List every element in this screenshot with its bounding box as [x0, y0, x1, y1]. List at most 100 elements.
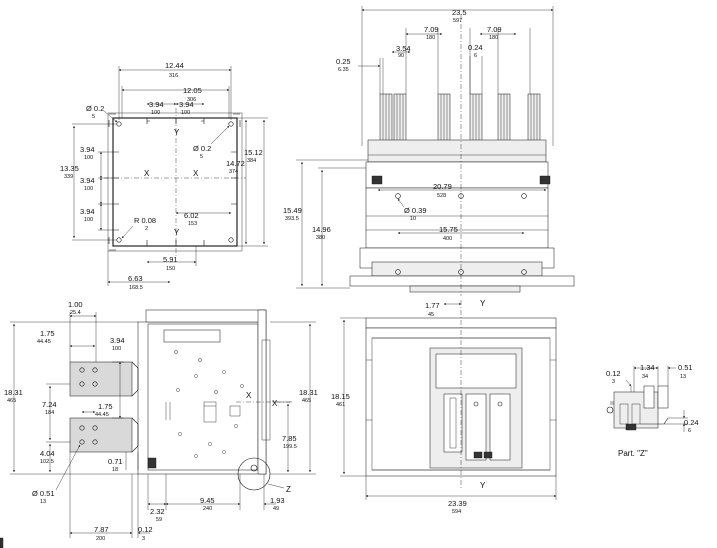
dim-3-94-mm: 100 — [112, 346, 121, 352]
dim-5-91-mm: 150 — [166, 266, 175, 272]
dim-0-12-mm: 3 — [142, 536, 145, 542]
dim-3-94: 3.94 — [80, 176, 95, 185]
dim-0-12-mm: 3 — [612, 379, 615, 385]
dim-0-25-mm: 6.35 — [338, 67, 349, 73]
dim-7-09-mm: 180 — [426, 35, 435, 41]
dim-hole-0-39-mm: 10 — [410, 216, 416, 222]
dim-7-24: 7.24 — [42, 400, 57, 409]
dim-18-31-mm: 465 — [302, 398, 311, 404]
dim-0-25: 0.25 — [336, 57, 351, 66]
label-y: Y — [480, 481, 486, 490]
dim-3-94: 3.94 — [80, 207, 95, 216]
dim-7-09-mm: 180 — [489, 35, 498, 41]
dim-5-91: 5.91 — [163, 255, 178, 264]
dim-18-31-mm: 465 — [7, 398, 16, 404]
dim-1-75: 1.75 — [40, 329, 55, 338]
dim-15-49-mm: 393.5 — [285, 216, 299, 222]
dim-0-24-mm: 6 — [688, 428, 691, 434]
dim-1-93-mm: 49 — [273, 506, 279, 512]
dim-12-44-mm: 316 — [169, 73, 178, 79]
dim-7-87-mm: 200 — [96, 536, 105, 542]
dim-1-00-mm: 25.4 — [70, 310, 81, 316]
view-mounting-plate: X X Y Y 12.44 316 12.05 306 3.94 100 3.9… — [60, 61, 268, 291]
dim-7-24-mm: 184 — [45, 410, 54, 416]
dim-15-75: 15.75 — [439, 225, 458, 234]
dim-radius: R 0.08 — [134, 216, 156, 225]
dim-3-94: 3.94 — [179, 100, 194, 109]
dim-15-49: 15.49 — [283, 206, 302, 215]
dim-6-02: 6.02 — [184, 211, 199, 220]
dim-18-15-mm: 461 — [336, 402, 345, 408]
dim-6-63-mm: 168.5 — [129, 285, 143, 291]
dim-7-85: 7.85 — [282, 434, 297, 443]
label-z: Z — [286, 485, 291, 494]
dim-14-96-mm: 380 — [316, 235, 325, 241]
dim-14-72: 14.72 — [226, 159, 245, 168]
dim-3-94-mm: 100 — [84, 186, 93, 192]
dim-23-39: 23.39 — [448, 499, 467, 508]
label-y: Y — [174, 228, 180, 237]
dim-0-24: 0.24 — [684, 418, 699, 427]
dim-15-12: 15.12 — [244, 148, 263, 157]
dim-0-12: 0.12 — [138, 525, 153, 534]
view-side: X X Z 1.00 25.4 1.75 44.45 3.94 100 18.3… — [0, 300, 318, 548]
dim-1-77-mm: 45 — [428, 312, 434, 318]
dim-20-79: 20.79 — [433, 182, 452, 191]
dim-hole-dia-mm: 5 — [200, 154, 203, 160]
dim-1-77: 1.77 — [425, 301, 440, 310]
dim-4-04-mm: 102.5 — [40, 459, 54, 465]
dim-1-93: 1.93 — [270, 496, 285, 505]
dim-0-71: 0.71 — [108, 457, 123, 466]
dim-3-94-mm: 100 — [84, 155, 93, 161]
dim-3-94-mm: 100 — [151, 110, 160, 116]
dim-2-32: 2.32 — [150, 507, 165, 516]
label-x: X — [193, 169, 199, 178]
dim-9-45: 9.45 — [200, 496, 215, 505]
dim-23-5: 23.5 — [452, 8, 467, 17]
part-z-label: Part. "Z" — [618, 449, 648, 458]
dim-7-09: 7.09 — [424, 25, 439, 34]
dim-9-45-mm: 240 — [203, 506, 212, 512]
dim-4-04: 4.04 — [40, 449, 55, 458]
dim-14-72-mm: 374 — [229, 169, 238, 175]
dim-3-94: 3.94 — [149, 100, 164, 109]
label-x: X — [246, 391, 252, 400]
dim-7-87: 7.87 — [94, 525, 109, 534]
dim-hole-dia: Ø 0.2 — [86, 104, 104, 113]
dim-1-75: 1.75 — [98, 402, 113, 411]
dim-hole-dia: Ø 0.2 — [193, 144, 211, 153]
dim-0-71-mm: 18 — [112, 467, 118, 473]
dim-6-02-mm: 153 — [188, 221, 197, 227]
dim-2-32-mm: 59 — [156, 517, 162, 523]
dim-1-34-mm: 34 — [642, 374, 648, 380]
dim-0-51-mm: 13 — [40, 499, 46, 505]
view-front-terminals: Y 23.5 597 0.25 6.35 7.09 180 7.09 180 3… — [283, 6, 575, 308]
busbar-holes — [79, 367, 98, 445]
dim-23-39-mm: 594 — [452, 509, 461, 515]
dim-3-54: 3.54 — [396, 44, 411, 53]
dim-18-15: 18.15 — [331, 392, 350, 401]
dim-23-5-mm: 597 — [453, 18, 462, 24]
label-x: X — [272, 399, 278, 408]
dim-15-12-mm: 384 — [247, 158, 256, 164]
dim-0-51-mm: 13 — [680, 374, 686, 380]
dim-3-94-mm: 100 — [84, 217, 93, 223]
label-y: Y — [174, 128, 180, 137]
dim-hole-dia-mm: 5 — [92, 114, 95, 120]
dim-hole-0-39: Ø 0.39 — [404, 206, 427, 215]
dim-7-85-mm: 199.5 — [283, 444, 297, 450]
dim-0-51: 0.51 — [678, 363, 693, 372]
dim-3-94-mm: 100 — [181, 110, 190, 116]
dim-1-34: 1.34 — [640, 363, 655, 372]
dim-1-00: 1.00 — [68, 300, 83, 309]
dim-3-94: 3.94 — [110, 336, 125, 345]
dim-1-75-mm: 44.45 — [95, 412, 109, 418]
dim-13-35: 13.35 — [60, 164, 79, 173]
dim-13-35-mm: 339 — [64, 174, 73, 180]
dim-0-24-mm: 6 — [474, 53, 477, 59]
dim-0-24: 0.24 — [468, 43, 483, 52]
dim-6-63: 6.63 — [128, 274, 143, 283]
dim-0-51: Ø 0.51 — [32, 489, 55, 498]
dim-20-79-mm: 528 — [437, 193, 446, 199]
